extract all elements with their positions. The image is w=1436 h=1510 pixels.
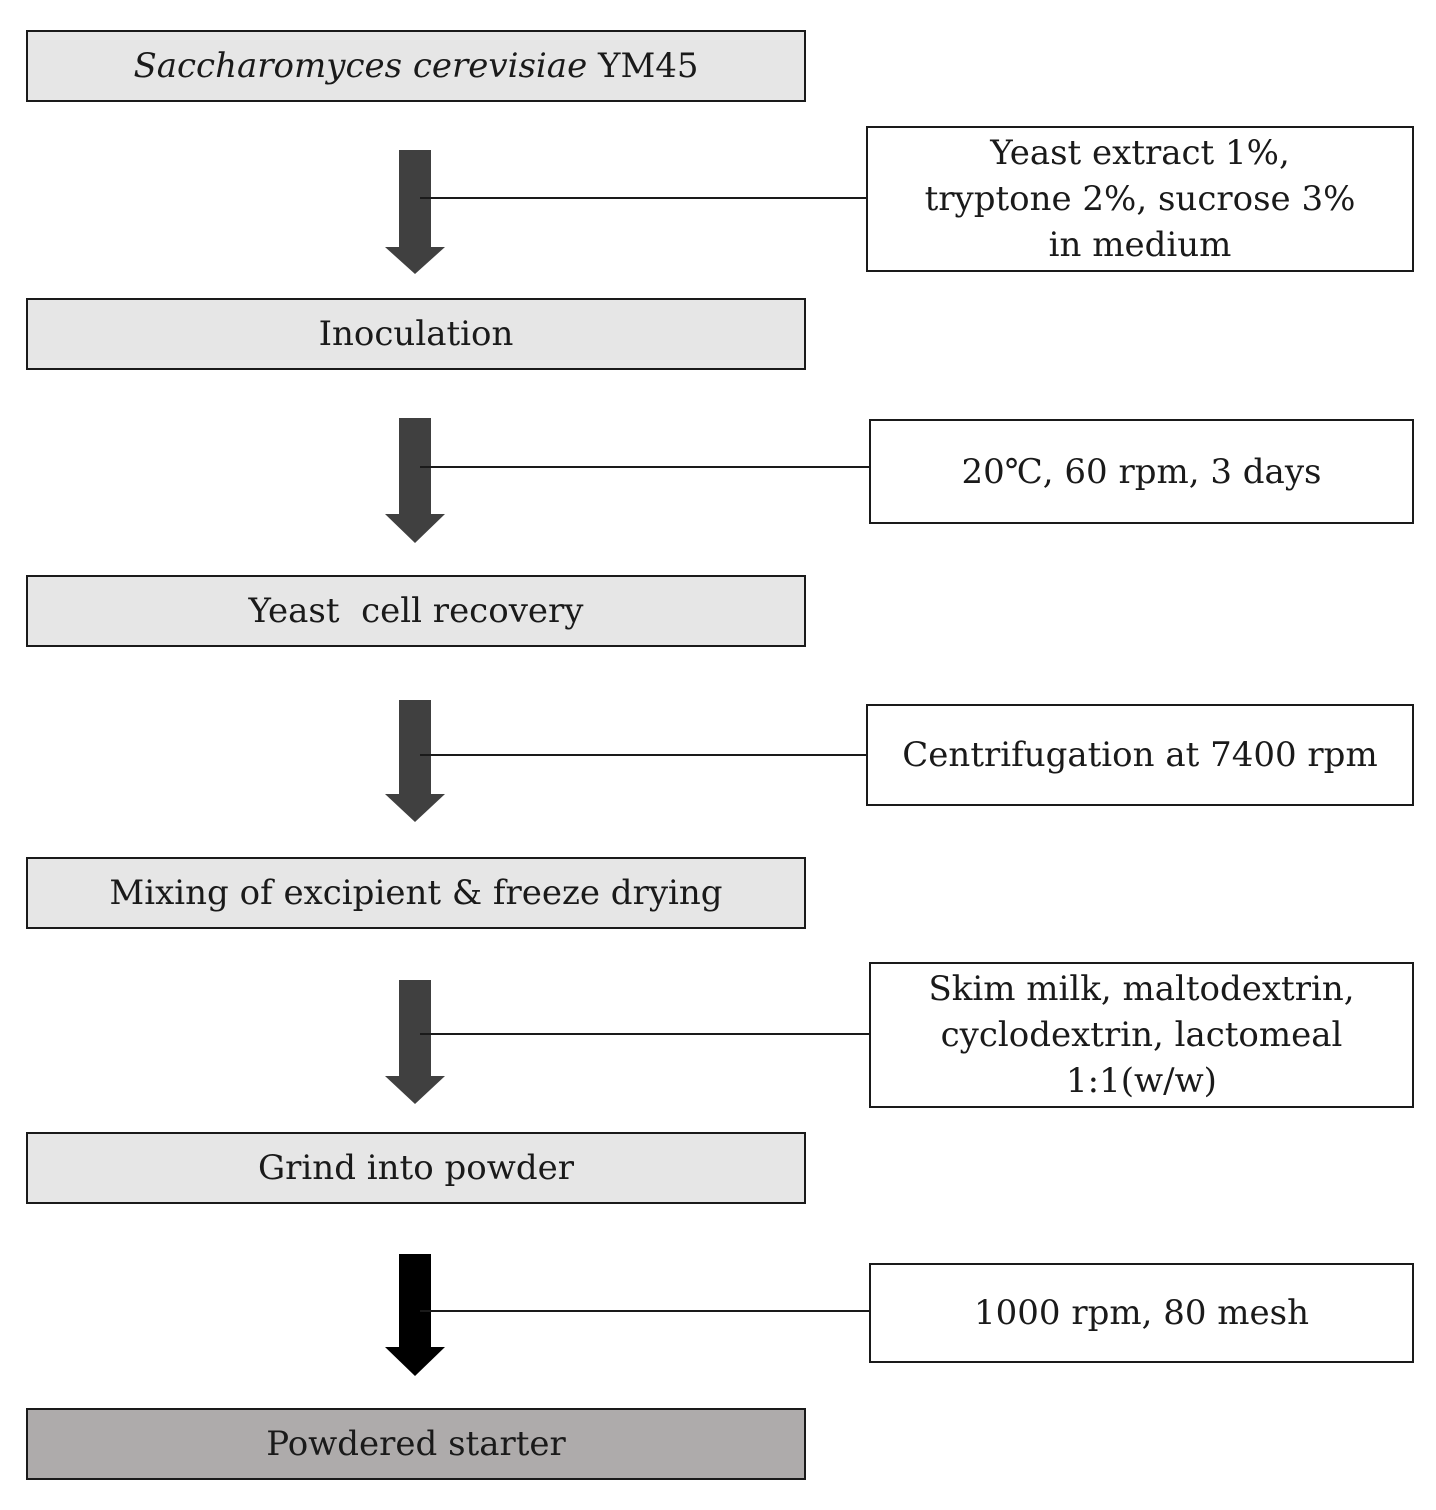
step-strain-code: YM45 — [587, 46, 699, 86]
step-grind-label: Grind into powder — [258, 1148, 574, 1188]
condition-medium: Yeast extract 1%, tryptone 2%, sucrose 3… — [866, 126, 1414, 272]
step-inoculation-label: Inoculation — [318, 314, 514, 354]
condition-milling: 1000 rpm, 80 mesh — [869, 1263, 1414, 1363]
arrow-down-icon — [385, 700, 445, 822]
step-mixing-label: Mixing of excipient & freeze drying — [109, 873, 723, 913]
condition-culture-label: 20℃, 60 rpm, 3 days — [961, 451, 1322, 492]
step-recovery-label: Yeast cell recovery — [248, 591, 584, 631]
step-strain: Saccharomyces cerevisiae YM45 — [26, 30, 806, 102]
step-inoculation: Inoculation — [26, 298, 806, 370]
condition-excipients: Skim milk, maltodextrin, cyclodextrin, l… — [869, 962, 1414, 1108]
step-final: Powdered starter — [26, 1408, 806, 1480]
step-strain-species: Saccharomyces cerevisiae — [133, 46, 588, 86]
condition-centrifuge-label: Centrifugation at 7400 rpm — [902, 735, 1378, 775]
condition-medium-label: Yeast extract 1%, tryptone 2%, sucrose 3… — [924, 133, 1356, 265]
condition-excipients-label: Skim milk, maltodextrin, cyclodextrin, l… — [928, 969, 1355, 1101]
condition-centrifuge: Centrifugation at 7400 rpm — [866, 704, 1414, 806]
arrow-down-icon — [385, 418, 445, 543]
step-grind: Grind into powder — [26, 1132, 806, 1204]
condition-culture: 20℃, 60 rpm, 3 days — [869, 419, 1414, 524]
step-final-label: Powdered starter — [266, 1424, 566, 1464]
arrow-down-icon — [385, 980, 445, 1104]
arrow-down-icon — [385, 150, 445, 274]
condition-milling-label: 1000 rpm, 80 mesh — [974, 1293, 1309, 1333]
step-recovery: Yeast cell recovery — [26, 575, 806, 647]
step-mixing: Mixing of excipient & freeze drying — [26, 857, 806, 929]
arrow-down-icon — [385, 1254, 445, 1376]
